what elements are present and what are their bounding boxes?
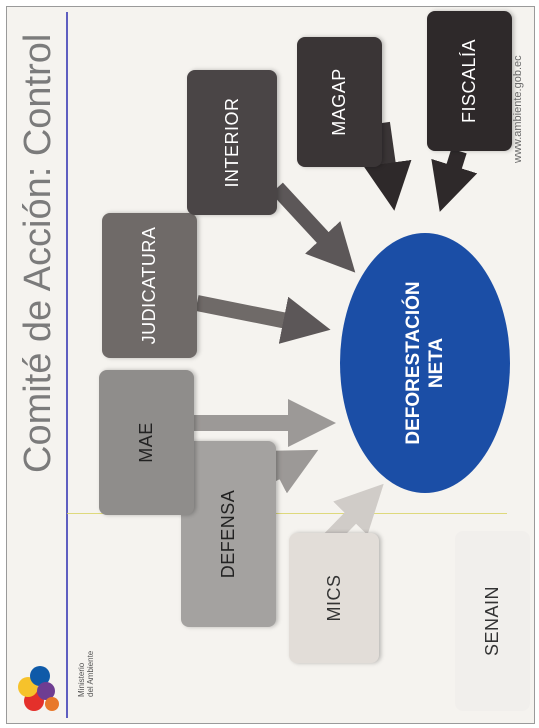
logo-mark-icon (18, 666, 59, 711)
slide: Ministerio del Ambiente Comité de Acción… (6, 6, 535, 724)
actor-box-mae: MAE (99, 370, 194, 515)
actor-label-fiscalia: FISCALÍA (459, 38, 479, 124)
actor-label-magap: MAGAP (329, 68, 349, 136)
actor-label-senain: SENAIN (482, 585, 502, 657)
actor-box-judicatura: JUDICATURA (102, 213, 197, 358)
actor-box-magap: MAGAP (297, 37, 382, 167)
actor-label-interior: INTERIOR (221, 97, 242, 188)
arrow-interior (271, 182, 356, 273)
actor-box-defensa: DEFENSA (181, 441, 276, 627)
actor-label-judicatura: JUDICATURA (139, 226, 159, 345)
actor-box-mics: MICS (289, 533, 379, 663)
center-node-deforestacion: DEFORESTACIÓN NETA (340, 233, 510, 493)
actor-box-fiscalia: FISCALÍA (427, 11, 512, 151)
slide-content: Ministerio del Ambiente Comité de Acción… (7, 7, 534, 723)
arrow-magap (363, 121, 412, 211)
actor-label-defensa: DEFENSA (218, 489, 238, 579)
arrow-fiscalia (431, 148, 478, 212)
ministry-logo: Ministerio del Ambiente (12, 621, 97, 721)
arrow-judicatura (195, 295, 331, 344)
actor-label-mae: MAE (136, 422, 156, 463)
actor-box-senain: SENAIN (455, 531, 530, 711)
actor-box-interior: INTERIOR (187, 70, 277, 215)
footer-url: www.ambiente.gob.ec (512, 55, 524, 163)
center-node-line1: DEFORESTACIÓN (403, 281, 424, 445)
center-node-line2: NETA (426, 337, 447, 389)
actor-label-mics: MICS (323, 574, 344, 622)
